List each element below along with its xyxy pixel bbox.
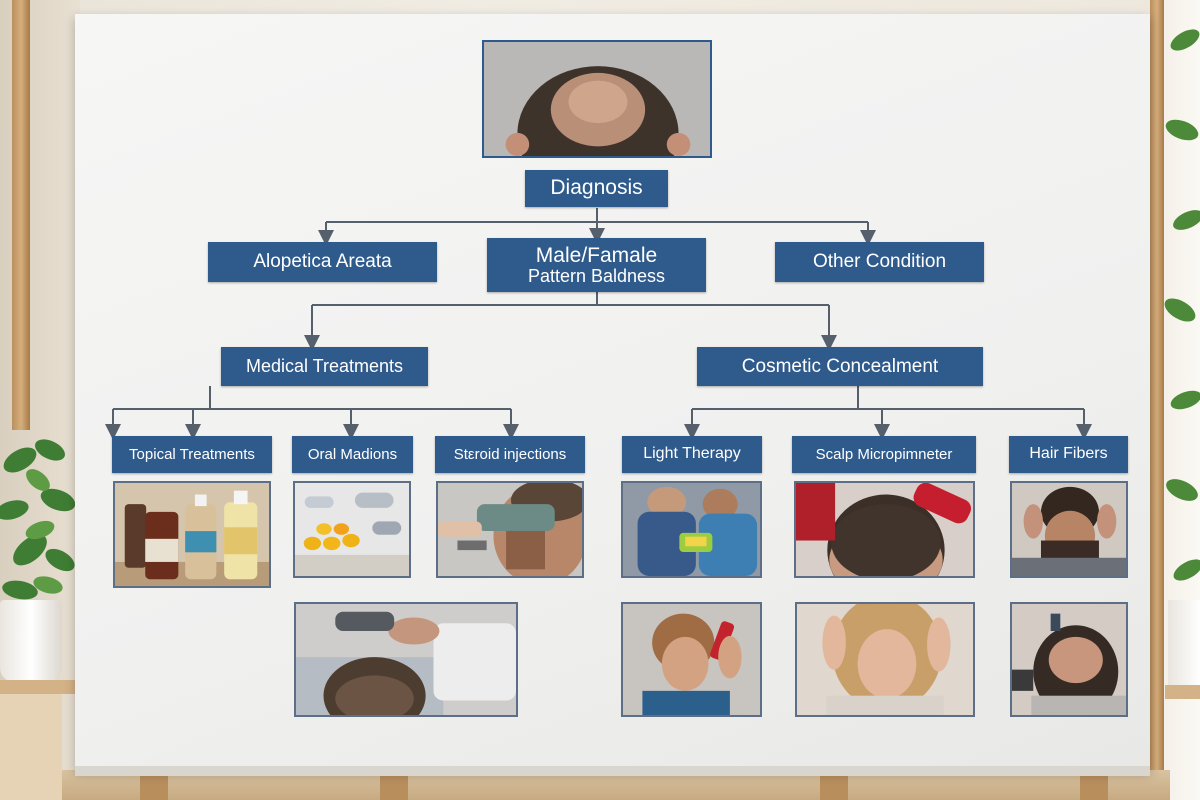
plant-pot-right xyxy=(1168,600,1200,685)
plant-left-image xyxy=(0,439,76,600)
scalp-treatment-photo xyxy=(294,602,518,717)
cosmetic-concealment-node: Cosmetic Concealment xyxy=(697,347,983,386)
topical-bottles-photo xyxy=(113,481,271,588)
whiteboard-ledge xyxy=(75,766,1150,776)
topical-treatments-node: Topical Treatments xyxy=(112,436,272,473)
scalp-micropigmentation-node: Scalp Micropimneter xyxy=(792,436,976,473)
medical-treatments-node: Medical Treatments xyxy=(221,347,428,386)
steroid-injection-photo xyxy=(436,481,584,578)
shelf-left-cabinet xyxy=(0,694,62,800)
easel-foot xyxy=(140,772,168,800)
steroid-injections-label: Stεroid injections xyxy=(453,445,567,463)
scalp-micropigmentation-photo xyxy=(794,481,975,578)
other-condition-label: Other Condition xyxy=(812,251,947,273)
plant-pot-left xyxy=(0,600,62,682)
hair-fibers-photo xyxy=(1010,481,1128,578)
easel-foot xyxy=(380,772,408,800)
diagnosis-node: Diagnosis xyxy=(525,170,668,207)
easel-post-left xyxy=(12,0,30,430)
scalp-photo-top xyxy=(482,40,712,158)
pattern-baldness-node: Male/Famale Pattern Baldness xyxy=(487,238,706,292)
easel-post-right xyxy=(1150,0,1164,800)
hair-fibers-label: Hair Fibers xyxy=(1029,445,1108,463)
laser-comb-photo xyxy=(621,602,762,717)
cosmetic-concealment-label: Cosmetic Concealment xyxy=(741,355,939,377)
topical-treatments-label: Topical Treatments xyxy=(129,445,255,463)
bald-scalp-back-photo xyxy=(1010,602,1128,717)
pattern-baldness-line1: Male/Famale xyxy=(535,243,658,267)
easel-foot xyxy=(1080,772,1108,800)
pattern-baldness-line2: Pattern Baldness xyxy=(527,265,666,286)
diagnosis-label: Diagnosis xyxy=(550,176,643,200)
easel-foot xyxy=(820,772,848,800)
scalp-micropigmentation-label: Scalp Micropimneter xyxy=(815,445,953,463)
plant-right-image xyxy=(1164,29,1200,581)
oral-medications-label: Oral Madions xyxy=(307,445,398,463)
alopecia-areata-label: Alopetica Areata xyxy=(253,251,392,273)
light-therapy-node: Light Therapy xyxy=(622,436,762,473)
alopecia-areata-node: Alopetica Areata xyxy=(208,242,437,282)
light-therapy-label: Light Therapy xyxy=(643,445,741,463)
shelf-left xyxy=(0,680,75,694)
shelf-right xyxy=(1165,685,1200,699)
oral-pills-photo xyxy=(293,481,411,578)
hair-fibers-node: Hair Fibers xyxy=(1009,436,1128,473)
other-condition-node: Other Condition xyxy=(775,242,984,282)
oral-medications-node: Oral Madions xyxy=(292,436,413,473)
woman-hair-check-photo xyxy=(795,602,975,717)
light-therapy-photo xyxy=(621,481,762,578)
medical-treatments-label: Medical Treatments xyxy=(245,356,404,377)
steroid-injections-node: Stεroid injections xyxy=(435,436,585,473)
